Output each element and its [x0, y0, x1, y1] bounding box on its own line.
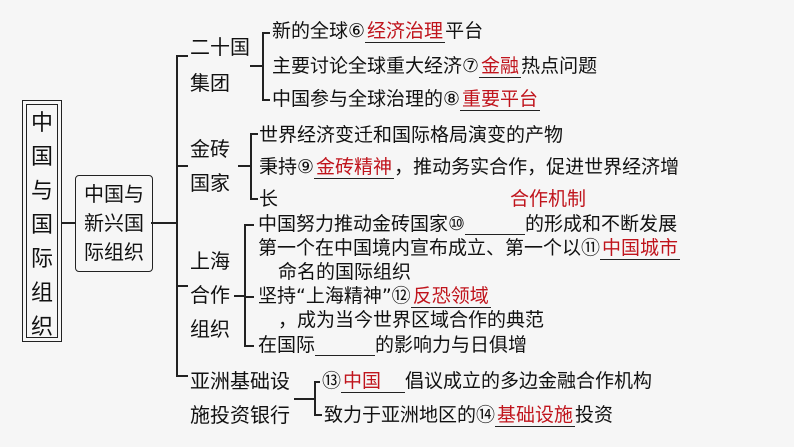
connector [314, 381, 316, 415]
root-inner-border [26, 104, 58, 338]
text: 的影响力与日俱增 [375, 334, 528, 356]
answer-10: 合作机制 [510, 188, 587, 210]
connector [176, 285, 188, 287]
text: 投资 [575, 404, 614, 426]
text: 新的全球⑥ [272, 20, 366, 42]
g20-title: 集团 [190, 71, 230, 95]
answer-13: 中国 [341, 370, 406, 393]
text: 在国际 [258, 334, 316, 356]
answer-11: 中国城市 [600, 237, 681, 260]
connector [176, 55, 178, 375]
text: 平台 [445, 20, 484, 42]
sco-title: 合作 [190, 283, 230, 307]
root-label: 中国与国际组织 [31, 111, 54, 340]
aiib-title: 亚洲基础设 [190, 369, 290, 393]
text: 长 [259, 188, 279, 210]
answer-7: 金融 [479, 55, 522, 78]
connector [234, 295, 244, 297]
text: 热点问题 [521, 55, 598, 77]
connector [250, 133, 258, 135]
sco-line-3: 命名的国际组织 [278, 261, 411, 283]
sco-title: 组织 [190, 317, 230, 341]
brics-title: 国家 [190, 171, 230, 195]
text: ⑬ [322, 370, 342, 392]
text: 命 [278, 261, 298, 283]
text: 中国努力推动金砖国家⑩ [258, 213, 466, 235]
connector [244, 224, 254, 226]
sub-label: 中国与新兴国际组织 [84, 182, 144, 264]
connector [238, 165, 250, 167]
text: 秉持⑨ [259, 156, 315, 178]
root-node: 中国与国际组织 [22, 100, 62, 342]
answer-9: 金砖精神 [314, 156, 395, 179]
text: 世界经济变迁和国际格局演变的产物 [259, 124, 564, 146]
text: ，推动务实合作，促进世界经济增 [394, 156, 680, 178]
connector [262, 32, 270, 34]
blank-10 [465, 216, 526, 235]
sco-title: 上海 [190, 249, 230, 273]
brics-title: 金砖 [190, 137, 230, 161]
sub-node: 中国与新兴国际组织 [75, 175, 153, 272]
connector [250, 65, 262, 67]
connector [176, 55, 188, 57]
text: 名的国际组织 [297, 261, 412, 283]
connector [244, 296, 254, 298]
sco-line-1: 中国努力推动金砖国家⑩ 的形成和不断发展 [258, 213, 677, 235]
text: 坚持“上海精神”⑫ [258, 285, 411, 307]
connector [250, 198, 258, 200]
aiib-title: 施投资银行 [190, 403, 290, 427]
connector [250, 133, 252, 199]
connector [62, 222, 75, 224]
text: 中国参与全球治理的⑧ [272, 88, 461, 110]
g20-title: 二十国 [190, 35, 250, 59]
connector [262, 99, 270, 101]
text: 展 [658, 213, 678, 235]
answer-14: 基础设施 [495, 404, 576, 427]
answer-8: 重要平台 [460, 88, 541, 111]
connector [294, 398, 314, 400]
connector [244, 345, 254, 347]
blank [315, 337, 376, 356]
text: 主要讨论全球重大经济⑦ [272, 55, 480, 77]
text: 致力于亚洲地区的⑭ [324, 404, 496, 426]
text: 的形成和不断发 [525, 213, 659, 235]
connector [176, 165, 188, 167]
sco-line-6: 在国际 的影响力与日俱增 [258, 334, 527, 356]
text: ，成为当今世界区域合作的典范 [278, 309, 545, 331]
answer-12: 反恐领域 [410, 285, 491, 308]
text: 倡议成立的多边金融合作机构 [405, 370, 653, 392]
connector [151, 222, 176, 224]
answer-6: 经济治理 [365, 20, 446, 43]
connector [262, 32, 264, 100]
connector [314, 381, 320, 383]
connector [176, 375, 188, 377]
connector [314, 414, 322, 416]
text: 第一个在中国境内宣布成立、第一个以⑪ [258, 237, 601, 259]
connector [244, 224, 246, 346]
